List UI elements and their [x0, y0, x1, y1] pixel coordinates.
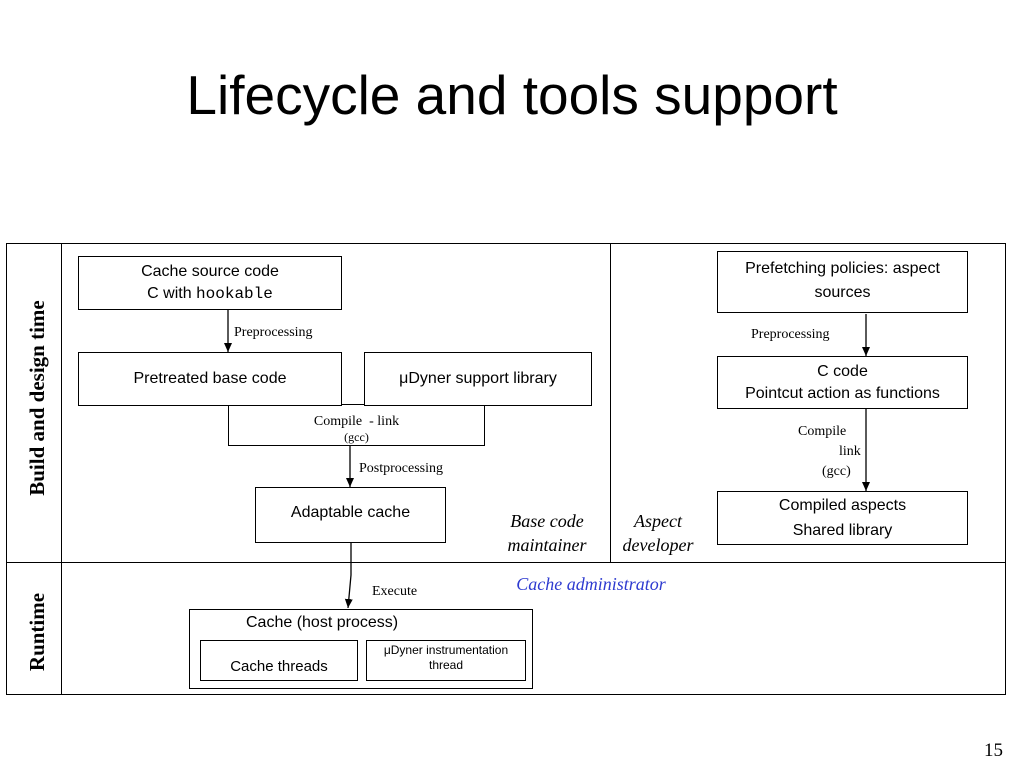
- pretreated-base-code-box: Pretreated base code: [78, 352, 342, 406]
- prefetching-policies-box: Prefetching policies: aspect sources: [717, 251, 968, 313]
- role-aspect-developer: Aspect developer: [622, 511, 694, 555]
- preprocessing-label-left: Preprocessing: [234, 325, 313, 340]
- preprocessing-label-right: Preprocessing: [751, 327, 830, 342]
- compile-link-gcc: (gcc): [344, 430, 369, 444]
- gcc-label-right: (gcc): [822, 464, 851, 479]
- hookable-keyword: hookable: [196, 285, 273, 303]
- page-number: 15: [984, 740, 1003, 761]
- arrow-execute: [344, 543, 353, 609]
- cache-source-line2: C with hookable: [147, 285, 273, 303]
- role-cache-administrator: Cache administrator: [516, 574, 666, 594]
- lane-divider: [6, 562, 1006, 563]
- mudyner-support-library-box: μDyner support library: [364, 352, 592, 406]
- lane-label-divider: [61, 243, 62, 695]
- c-code-box: C code Pointcut action as functions: [717, 356, 968, 409]
- postprocessing-label: Postprocessing: [359, 461, 443, 476]
- role-divider: [610, 243, 611, 563]
- role-base-code-maintainer: Base code maintainer: [507, 511, 587, 555]
- slide-title: Lifecycle and tools support: [186, 64, 838, 126]
- adaptable-cache-box: Adaptable cache: [255, 487, 446, 543]
- cache-source-code-box: Cache source code C with hookable: [78, 256, 342, 310]
- compile-link-box: Compile - link (gcc): [228, 404, 485, 446]
- cache-source-line1: Cache source code: [141, 263, 279, 280]
- host-process-label: Cache (host process): [246, 614, 399, 631]
- diagram-frame: [6, 243, 1006, 695]
- compiled-aspects-box: Compiled aspects Shared library: [717, 491, 968, 545]
- compile-label-right: Compile: [798, 424, 847, 439]
- execute-label: Execute: [372, 584, 418, 599]
- compile-link-label: Compile - link: [313, 414, 400, 429]
- link-label-right: link: [839, 444, 861, 459]
- mudyner-instrumentation-thread-box: μDyner instrumentation thread: [366, 640, 526, 681]
- cache-threads-box: Cache threads: [200, 640, 358, 681]
